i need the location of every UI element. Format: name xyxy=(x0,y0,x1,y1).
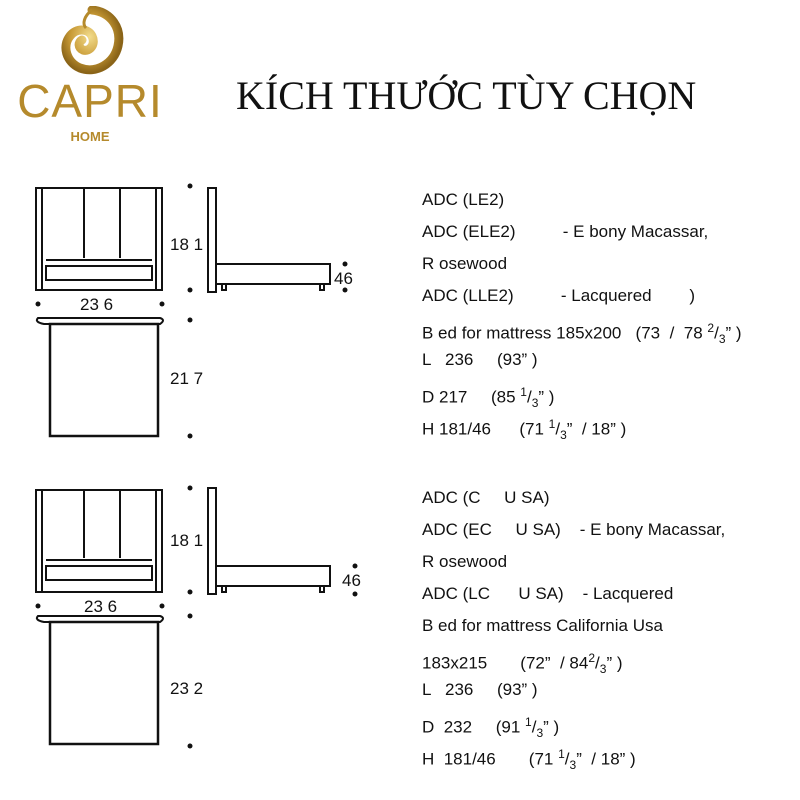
spec-line-height: H 181/46 (71 1/3” / 18” ) xyxy=(422,417,627,443)
specs-1: ADC (LE2) ADC (ELE2) - E bony Macassar, … xyxy=(422,184,742,443)
spec-line-depth: D 217 (85 1/3” ) xyxy=(422,385,555,411)
bed-drawing-1: 18 1 46 23 6 21 7 xyxy=(35,183,353,439)
spec-line: ADC (ELE2) - E bony Macassar, xyxy=(422,222,709,241)
side-height-dim-2: 46 xyxy=(342,571,361,590)
spec-line: L 236 (93” ) xyxy=(422,680,538,699)
depth-dim-1: 21 7 xyxy=(170,369,203,388)
spec-line: ADC (LC U SA) - Lacquered xyxy=(422,584,674,603)
spec-line-depth: D 232 (91 1/3” ) xyxy=(422,715,560,741)
depth-dim-2: 23 2 xyxy=(170,679,203,698)
bed-drawing-2: 18 1 46 23 6 23 2 xyxy=(35,485,361,749)
side-height-dim-1: 46 xyxy=(334,269,353,288)
height-dim-1: 18 1 xyxy=(170,235,203,254)
brand-sub: HOME xyxy=(70,129,110,144)
spec-line: ADC (EC U SA) - E bony Macassar, xyxy=(422,520,726,539)
spec-line-mattress: B ed for mattress 185x200 (73 / 78 2/3” … xyxy=(422,321,742,347)
brand-name: CAPRI xyxy=(17,75,163,127)
spec-line: L 236 (93” ) xyxy=(422,350,538,369)
capri-logo: CAPRI HOME xyxy=(8,6,168,146)
width-dim-1: 23 6 xyxy=(80,295,113,314)
spec-line: ADC (LE2) xyxy=(422,190,505,209)
spec-line: B ed for mattress California Usa xyxy=(422,616,663,635)
spec-line: ADC (C U SA) xyxy=(422,488,550,507)
spec-line-height: H 181/46 (71 1/3” / 18” ) xyxy=(422,747,636,773)
nautilus-shell-icon xyxy=(61,6,124,75)
spec-line: R osewood xyxy=(422,254,508,273)
height-dim-2: 18 1 xyxy=(170,531,203,550)
specs-2: ADC (C U SA) ADC (EC U SA) - E bony Maca… xyxy=(422,482,726,773)
spec-line: ADC (LLE2) - Lacquered ) xyxy=(422,286,696,305)
spec-line-size: 183x215 (72” / 842/3” ) xyxy=(422,651,623,677)
width-dim-2: 23 6 xyxy=(84,597,117,616)
page-title: KÍCH THƯỚC TÙY CHỌN xyxy=(236,73,697,118)
spec-line: R osewood xyxy=(422,552,508,571)
